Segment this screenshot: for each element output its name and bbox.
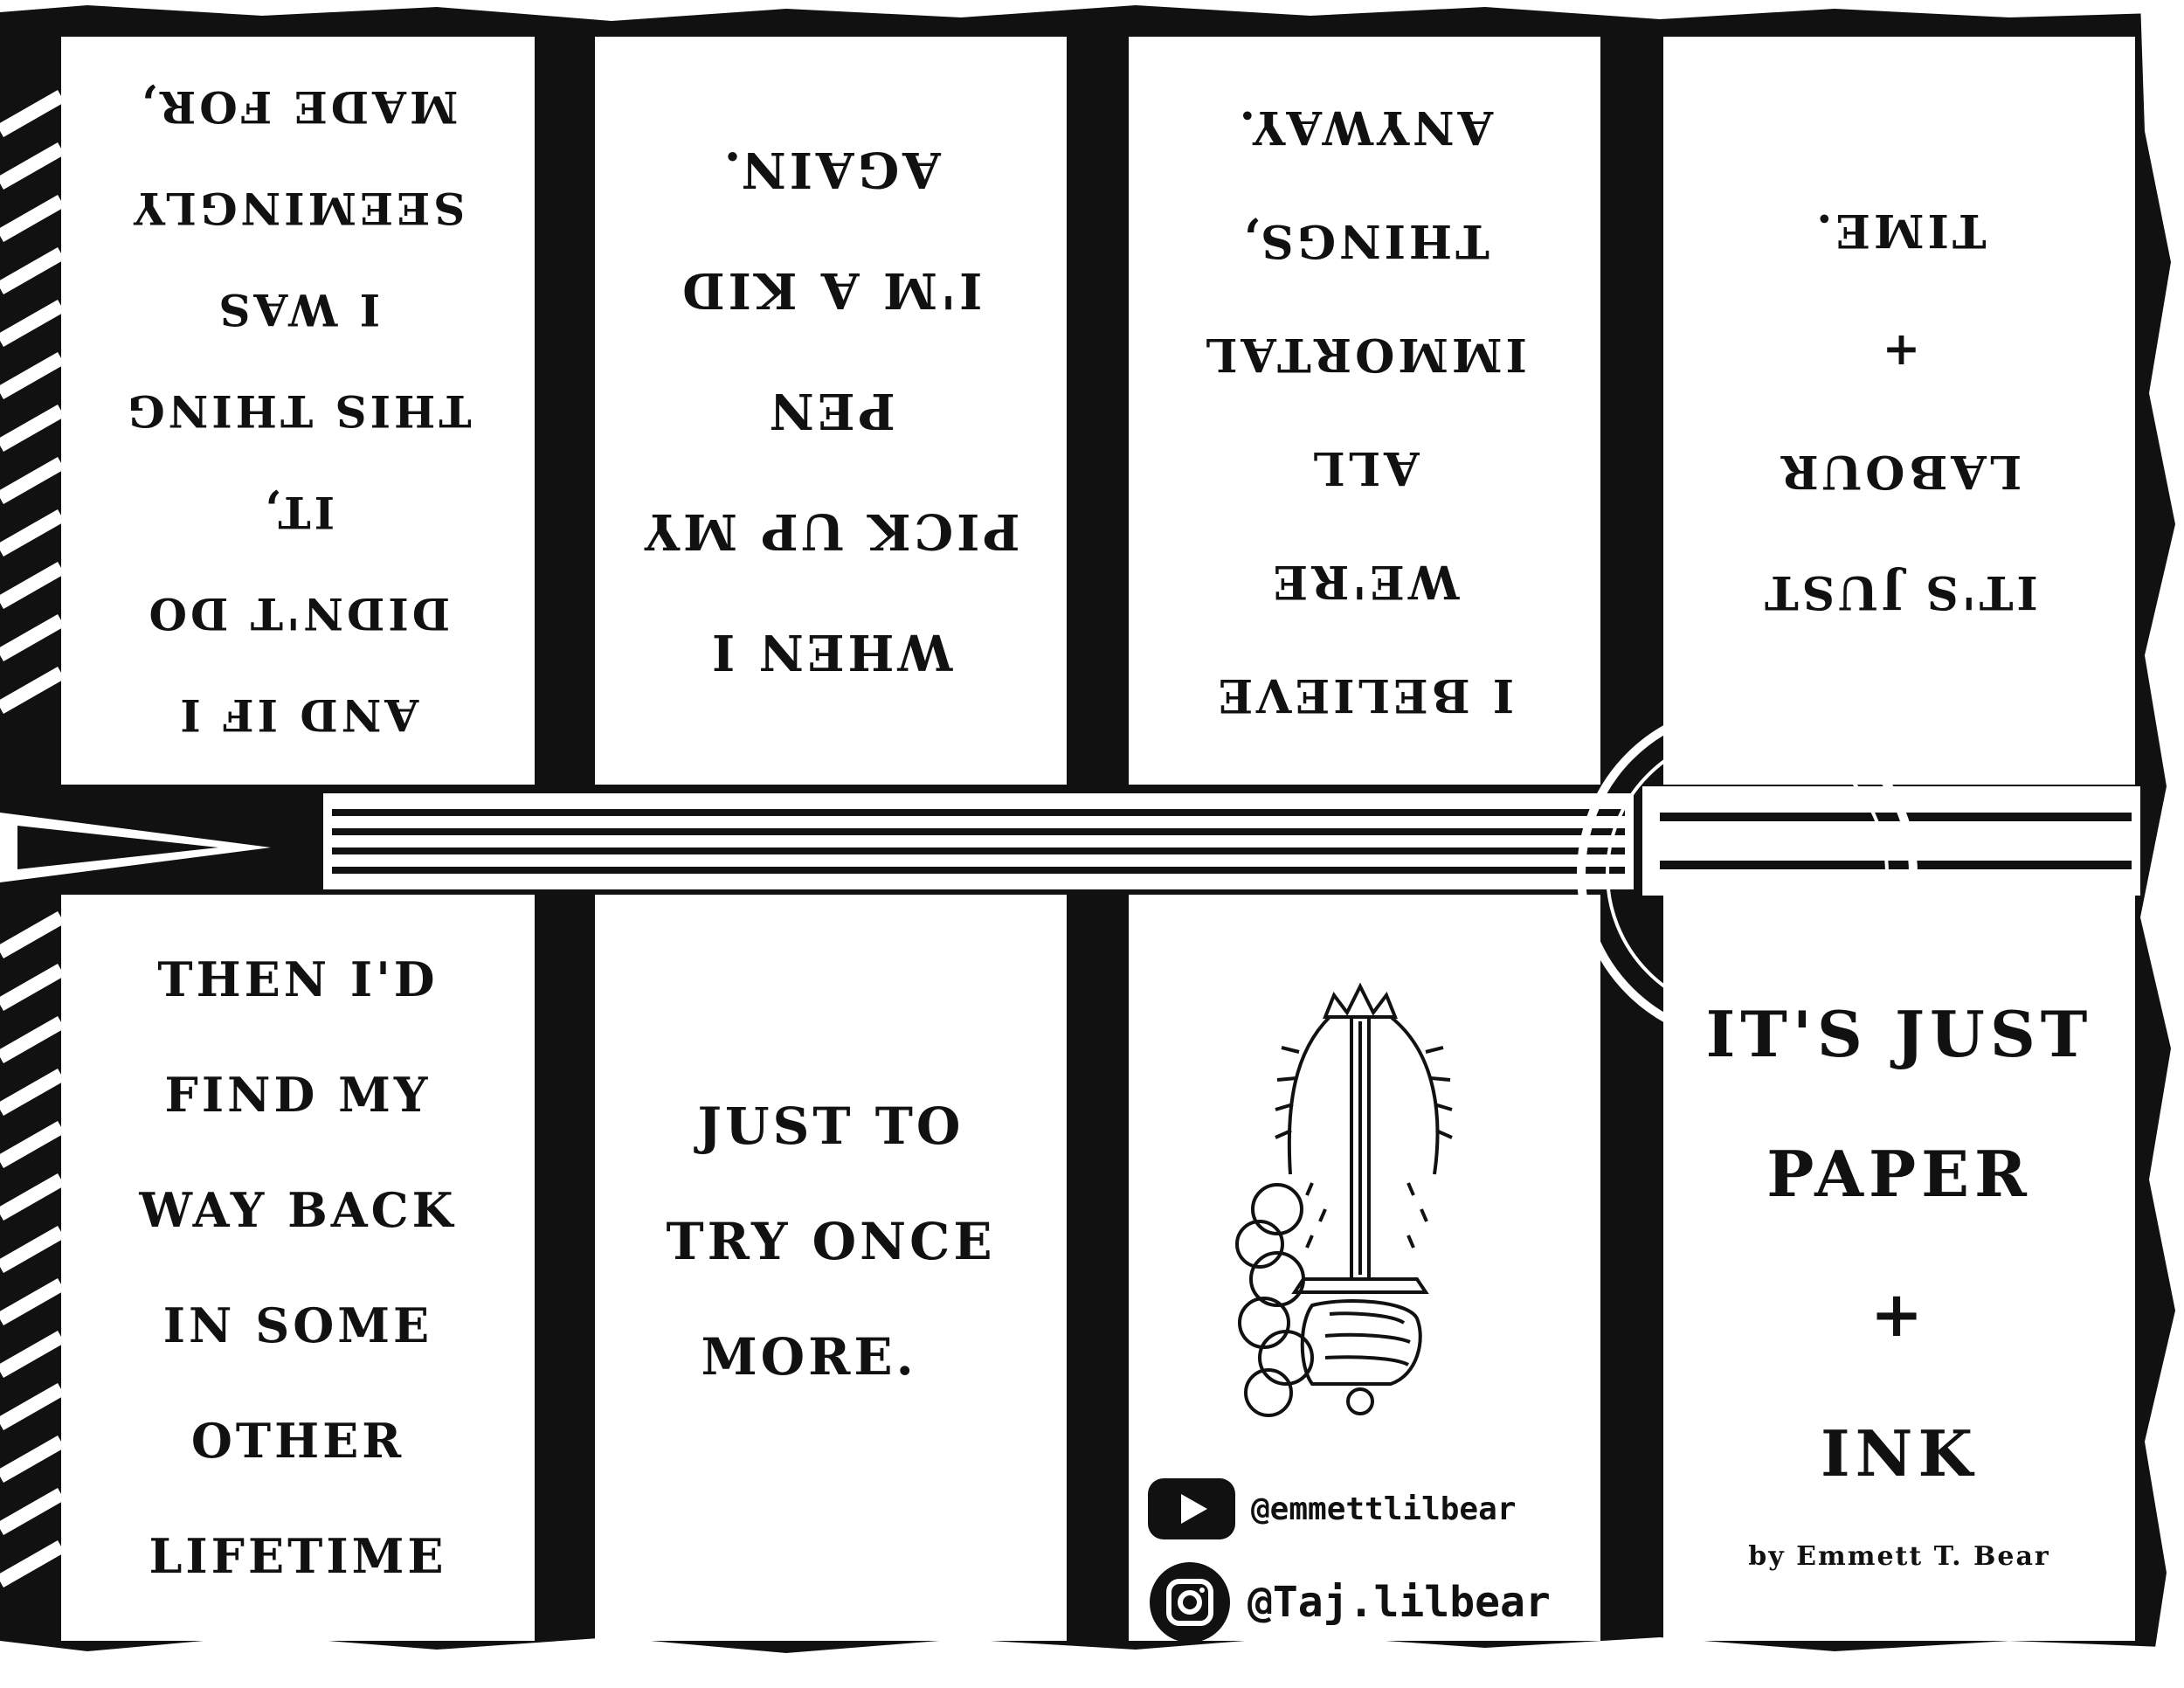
panel-6-text: JUST TO TRY ONCE MORE. [666, 1069, 995, 1415]
panel-5-line: LIFETIME [149, 1528, 447, 1584]
panel-1-line: DIDN'T DO [145, 588, 451, 640]
panel-5-line: THEN I'D [157, 951, 439, 1007]
panel-1-line: MADE FOR, [137, 81, 459, 133]
panel-3-line: WE'RE [1269, 555, 1460, 608]
cover-byline: by Emmett T. Bear [1748, 1540, 2050, 1572]
panel-2-line: I'M A KID [679, 261, 983, 319]
panel-4: IT'S JUST LABOUR + TIME. [1663, 37, 2135, 785]
panel-2-line: PICK UP MY [641, 502, 1020, 560]
panel-3-line: I BELIEVE [1214, 668, 1515, 722]
panel-6-line: TRY ONCE [666, 1212, 996, 1271]
panel-5-line: OTHER [190, 1413, 405, 1469]
panel-3-line: THINGS, [1240, 214, 1489, 267]
cover-title-line: PAPER [1766, 1136, 2032, 1211]
panel-5-line: FIND MY [164, 1067, 432, 1123]
panel-4-line: LABOUR [1777, 445, 2022, 498]
panel-5-line: IN SOME [162, 1297, 433, 1353]
cover-title-line: + [1870, 1276, 1929, 1351]
panel-3: I BELIEVE WE'RE ALL IMMORTAL THINGS, ANY… [1129, 37, 1600, 785]
hand-holding-sword-icon [1235, 982, 1453, 1417]
panel-1-line: IT, [260, 487, 335, 538]
cover-title-line: INK [1820, 1415, 1979, 1491]
youtube-row[interactable]: @emmettlilbear [1148, 1478, 1516, 1539]
panel-8-cover: IT'S JUST PAPER + INK by Emmett T. Bear [1663, 895, 2135, 1641]
panel-5-text: THEN I'D FIND MY WAY BACK IN SOME OTHER … [139, 922, 456, 1614]
panel-4-text: IT'S JUST LABOUR + TIME. [1761, 169, 2038, 652]
panel-6-line: JUST TO [697, 1097, 964, 1156]
cover-title-line: IT'S JUST [1705, 996, 2093, 1071]
panel-3-text: I BELIEVE WE'RE ALL IMMORTAL THINGS, ANY… [1202, 70, 1527, 751]
youtube-handle: @emmettlilbear [1251, 1491, 1517, 1527]
panel-2: WHEN I PICK UP MY PEN I'M A KID AGAIN. [595, 37, 1067, 785]
panel-4-line: TIME. [1812, 204, 1987, 257]
panel-6-line: MORE. [701, 1327, 917, 1387]
panel-3-line: ALL [1310, 441, 1420, 495]
panel-7: @emmettlilbear @Taj.lilbear [1129, 895, 1600, 1644]
panel-5-line: WAY BACK [139, 1182, 457, 1238]
instagram-handle: @Taj.lilbear [1248, 1578, 1551, 1627]
panel-1-text: AND IF I DIDN'T DO IT, THIS THING I WAS … [124, 56, 472, 765]
panel-2-text: WHEN I PICK UP MY PEN I'M A KID AGAIN. [641, 109, 1019, 712]
instagram-row[interactable]: @Taj.lilbear [1148, 1560, 1551, 1644]
instagram-icon [1150, 1562, 1230, 1643]
panel-6: JUST TO TRY ONCE MORE. [595, 895, 1067, 1641]
panel-2-line: AGAIN. [720, 141, 942, 198]
panel-3-line: IMMORTAL [1202, 328, 1527, 381]
panel-1-line: SEEMINGLY [130, 183, 466, 234]
panel-2-line: WHEN I [708, 623, 953, 681]
panel-1-line: AND IF I [176, 689, 419, 741]
panel-4-line: IT'S JUST [1760, 565, 2038, 619]
panel-1: AND IF I DIDN'T DO IT, THIS THING I WAS … [61, 37, 535, 785]
panel-4-line: + [1878, 324, 1920, 377]
panel-1-line: I WAS [215, 284, 381, 336]
panel-5: THEN I'D FIND MY WAY BACK IN SOME OTHER … [61, 895, 535, 1641]
panel-3-line: ANYWAY. [1235, 100, 1494, 154]
panel-1-line: THIS THING [124, 385, 472, 437]
youtube-icon [1148, 1478, 1235, 1539]
panel-2-line: PEN [766, 382, 895, 439]
